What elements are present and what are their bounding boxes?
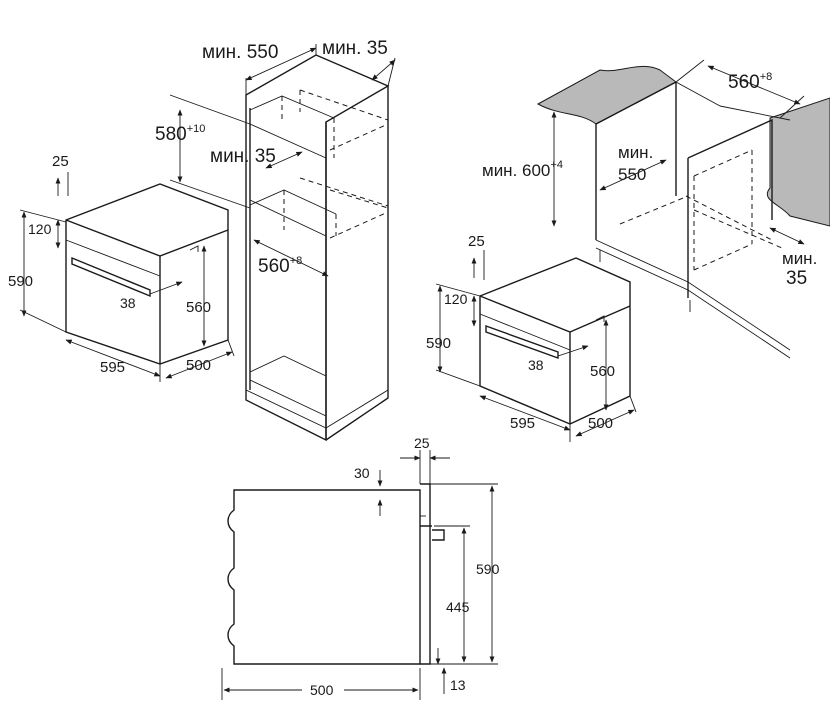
label-13-side: 13 <box>450 677 466 693</box>
label-500-side: 500 <box>310 682 334 698</box>
oven-right-dimensions: 25 120 590 560 38 595 500 <box>426 233 637 442</box>
label-500-right: 500 <box>588 415 613 432</box>
label-min-35-mid: мин. 35 <box>210 146 276 167</box>
label-590-right: 590 <box>426 335 451 352</box>
label-25-left: 25 <box>52 153 69 170</box>
side-view-dimensions: 25 30 590 445 500 13 <box>221 435 500 700</box>
label-560-tall: 560+8 <box>258 255 302 277</box>
oven-side-view <box>227 483 445 665</box>
label-30-side: 30 <box>354 465 370 481</box>
label-min-550-right-b: 550 <box>618 165 646 184</box>
tall-cabinet <box>245 54 390 442</box>
label-445-side: 445 <box>446 599 470 615</box>
label-min-35-right-a: мин. <box>782 249 817 268</box>
label-590-left: 590 <box>8 273 33 290</box>
label-120-left: 120 <box>28 221 52 237</box>
label-120-right: 120 <box>444 291 468 307</box>
label-min-600: мин. 600+4 <box>482 159 563 180</box>
niche <box>595 81 791 359</box>
label-min-550-right-a: мин. <box>618 143 653 162</box>
label-590-side: 590 <box>476 561 500 577</box>
label-min-550: мин. 550 <box>202 42 278 63</box>
label-min-35-top: мин. 35 <box>322 38 388 59</box>
label-560-left: 560 <box>186 299 211 316</box>
tall-cabinet-dimensions: мин. 550 мин. 35 580+10 мин. 35 560+8 <box>155 38 396 277</box>
label-595-right: 595 <box>510 415 535 432</box>
oven-right <box>479 257 631 425</box>
label-580: 580+10 <box>155 123 205 145</box>
oven-left-dimensions: 25 120 590 560 38 595 500 <box>8 153 235 382</box>
label-25-right: 25 <box>468 233 485 250</box>
label-25-side: 25 <box>414 435 430 451</box>
label-560-top-right: 560+8 <box>728 71 772 93</box>
label-38-right: 38 <box>528 357 544 373</box>
label-560-right: 560 <box>590 363 615 380</box>
label-38-left: 38 <box>120 295 136 311</box>
worktop <box>536 65 830 227</box>
label-595-left: 595 <box>100 359 125 376</box>
label-500-left: 500 <box>186 357 211 374</box>
label-min-35-right-b: 35 <box>786 268 807 289</box>
niche-dimensions: 560+8 мин. 600+4 мин. 550 мин. 35 <box>482 59 817 289</box>
